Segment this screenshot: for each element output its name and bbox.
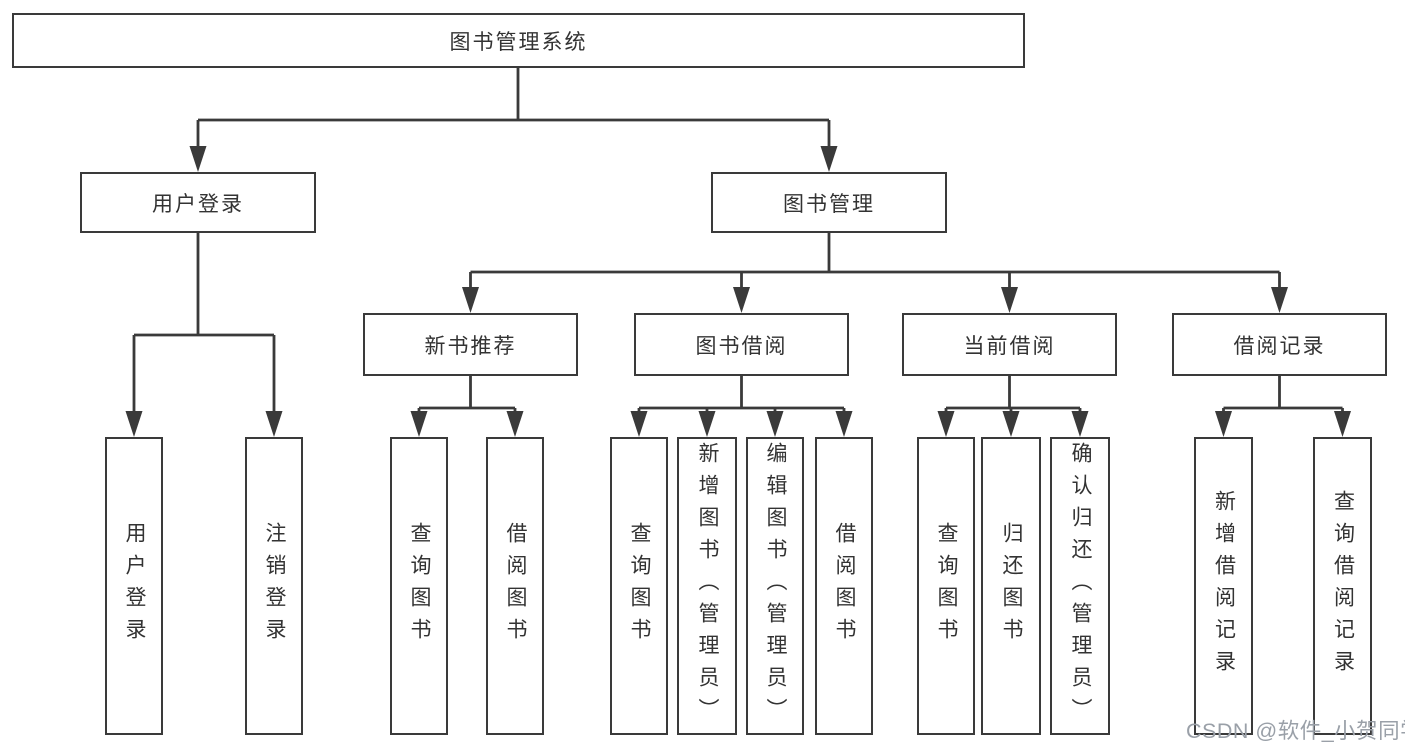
node-new-book-recommendation: 新书推荐 [363, 313, 578, 376]
node-book-borrowing: 图书借阅 [634, 313, 849, 376]
leaf-recommend-borrow-books: 借阅图书 [486, 437, 544, 735]
node-user-login: 用户登录 [80, 172, 316, 233]
node-root: 图书管理系统 [12, 13, 1025, 68]
leaf-recommend-query-books: 查询图书 [390, 437, 448, 735]
node-book-management: 图书管理 [711, 172, 947, 233]
leaf-borrowing-query-books: 查询图书 [610, 437, 668, 735]
leaf-user-login: 用户登录 [105, 437, 163, 735]
watermark: CSDN @软件_小贺同学 [1186, 719, 1405, 743]
leaf-borrowing-add-books-admin: 新增图书（管理员） [677, 437, 737, 735]
leaf-borrowing-edit-books-admin: 编辑图书（管理员） [746, 437, 804, 735]
node-borrowing-records: 借阅记录 [1172, 313, 1387, 376]
leaf-current-return-books: 归还图书 [981, 437, 1041, 735]
leaf-borrowing-borrow-books: 借阅图书 [815, 437, 873, 735]
leaf-current-query-books: 查询图书 [917, 437, 975, 735]
leaf-records-add-record: 新增借阅记录 [1194, 437, 1253, 735]
leaf-records-query-record: 查询借阅记录 [1313, 437, 1372, 735]
leaf-current-confirm-return-admin: 确认归还（管理员） [1050, 437, 1110, 735]
node-current-borrowing: 当前借阅 [902, 313, 1117, 376]
leaf-logout: 注销登录 [245, 437, 303, 735]
